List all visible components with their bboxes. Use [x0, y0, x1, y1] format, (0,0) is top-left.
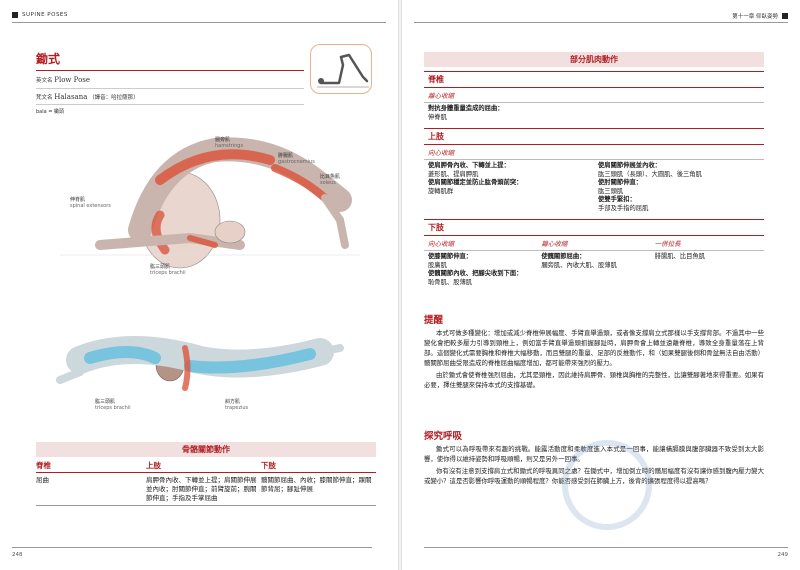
anatomy-illustration: 膕旁肌 hamstrings 腓腸肌 gastrocnemius 比目魚肌 so… [40, 120, 380, 430]
page-number-right: 249 [777, 552, 789, 558]
running-head-left: SUPINE POSES [12, 12, 68, 18]
square-marker-icon [782, 13, 788, 19]
title-rule [36, 70, 304, 71]
label-triceps-top: 肱三頭肌 triceps brachii [150, 264, 186, 276]
label-spinal-extensors: 伸脊肌 spinal extensors [70, 197, 111, 209]
right-page: 第十一章 仰臥姿勢 部分肌肉動作 脊椎 離心收縮 對抗身體重量造成的屈曲： 伸脊… [402, 0, 800, 570]
joint-actions-heading: 骨骼關節動作 [36, 442, 376, 457]
upper-cells: 使肩胛骨內收、下轉並上提： 菱形肌、提肩胛肌 使肩關節穩定並防止肱骨頭前突： 旋… [428, 162, 702, 212]
label-hamstrings: 膕旁肌 hamstrings [215, 137, 244, 149]
label-soleus: 比目魚肌 soleus [320, 174, 341, 186]
notes-paragraph-2: 由於鋤式會使脊椎強烈屈曲，尤其是頸椎，因此維持肩胛骨、頸椎與胸椎的完整性，比讓雙… [424, 370, 764, 389]
joint-actions-header-row: 脊椎 上肢 下肢 [36, 457, 376, 473]
pose-title: 鋤式 [36, 52, 61, 66]
notes-paragraph-1: 本式可做多種變化：增加或減少脊椎伸展幅度、手臂直舉過頭，或者像支撐肩立式那樣以手… [424, 329, 764, 367]
sanskrit-legend: bala = 鋤頭 [36, 109, 65, 115]
square-marker-icon [12, 12, 18, 18]
book-gutter [398, 0, 402, 570]
table-row: 屈曲 肩胛骨內收、下轉並上提；肩關節伸展並內收；肘關節伸直；前臂旋前；腕關節伸直… [36, 476, 372, 502]
table-bottom-rule [36, 505, 376, 507]
page-number-left: 248 [12, 552, 23, 558]
notes-title: 提醒 [424, 315, 444, 326]
sanskrit-name: Halasana [54, 93, 88, 101]
meta-rule [36, 88, 304, 89]
label-gastrocnemius: 腓腸肌 gastrocnemius [278, 153, 315, 165]
plow-pose-anatomy-icon [56, 137, 360, 391]
upper-subhead: 向心收縮 [424, 145, 764, 160]
muscle-actions-box: 部分肌肉動作 脊椎 離心收縮 對抗身體重量造成的屈曲： 伸脊肌 上肢 向心收縮 … [424, 52, 764, 289]
plow-pose-thumbnail-icon [310, 44, 372, 94]
footer-rule [12, 547, 372, 548]
header-rule [414, 22, 788, 23]
sanskrit-name-line: 梵文名 Halasana （譯音：哈拉薩那） [36, 93, 139, 101]
label-triceps-bottom: 肱三頭肌 triceps brachii [95, 399, 131, 411]
lower-cells: 使膝關節伸直： 股廣肌 使髖關節內收、把腳尖收到下面： 恥骨肌、股薄肌 使髖關節… [428, 253, 706, 286]
spine-cell: 對抗身體重量造成的屈曲： 伸脊肌 [428, 105, 504, 121]
breath-title: 探究呼吸 [424, 431, 463, 442]
group-spine: 脊椎 [424, 71, 764, 88]
label-trapezius: 斜方肌 trapezius [225, 399, 249, 411]
group-lower: 下肢 [424, 219, 764, 236]
joint-actions-table: 骨骼關節動作 脊椎 上肢 下肢 屈曲 肩胛骨內收、下轉並上提；肩關節伸展並內收；… [36, 442, 376, 507]
footer-rule [424, 547, 788, 548]
notes-section: 提醒 本式可做多種變化：增加或減少脊椎伸展幅度、手臂直舉過頭，或者像支撐肩立式那… [424, 312, 764, 393]
running-head-right: 第十一章 仰臥姿勢 [732, 12, 788, 20]
meta-rule-2 [36, 104, 304, 105]
english-name: Plow Pose [54, 76, 91, 84]
watermark-logo-icon [562, 440, 652, 530]
spine-subhead: 離心收縮 [424, 88, 764, 103]
lower-subheads: 向心收縮 離心收縮 一併拉長 [424, 236, 764, 251]
left-page: SUPINE POSES 鋤式 英文名 Plow Pose 梵文名 Halasa… [0, 0, 398, 570]
english-name-line: 英文名 Plow Pose [36, 76, 91, 84]
header-rule [12, 22, 386, 23]
group-upper: 上肢 [424, 128, 764, 145]
muscle-actions-heading: 部分肌肉動作 [424, 52, 764, 67]
